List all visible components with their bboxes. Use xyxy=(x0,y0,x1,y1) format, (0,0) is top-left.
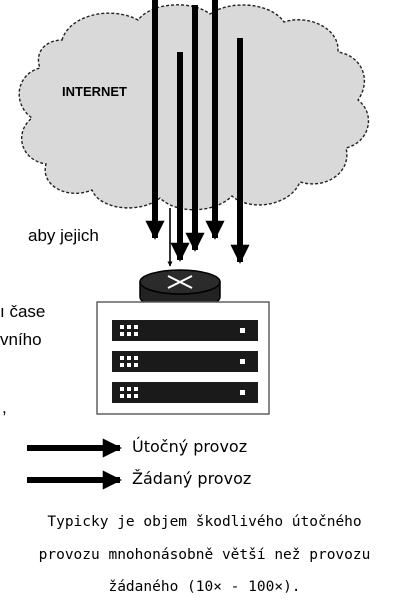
caption-line-3: žádaného (10× - 100×). xyxy=(108,579,301,595)
attack-arrows xyxy=(145,0,250,264)
left-text-fragment-1: aby jejich xyxy=(28,226,99,245)
legend-legit-label: Žádaný provoz xyxy=(132,469,252,488)
cloud-label: INTERNET xyxy=(62,84,127,99)
left-text-fragment-4: , xyxy=(2,398,7,417)
legend-attack-label: Útočný provoz xyxy=(132,437,248,456)
server-unit-1 xyxy=(112,320,258,341)
caption-line-2: provozu mnohonásobně větší než provozu xyxy=(38,547,371,563)
left-text-fragment-2: ı čase xyxy=(0,302,46,321)
left-text-fragment-3: vního xyxy=(0,330,42,349)
server-unit-3 xyxy=(112,382,258,403)
caption-line-1: Typicky je objem škodlivého útočného xyxy=(47,514,362,530)
server-unit-2 xyxy=(112,351,258,372)
